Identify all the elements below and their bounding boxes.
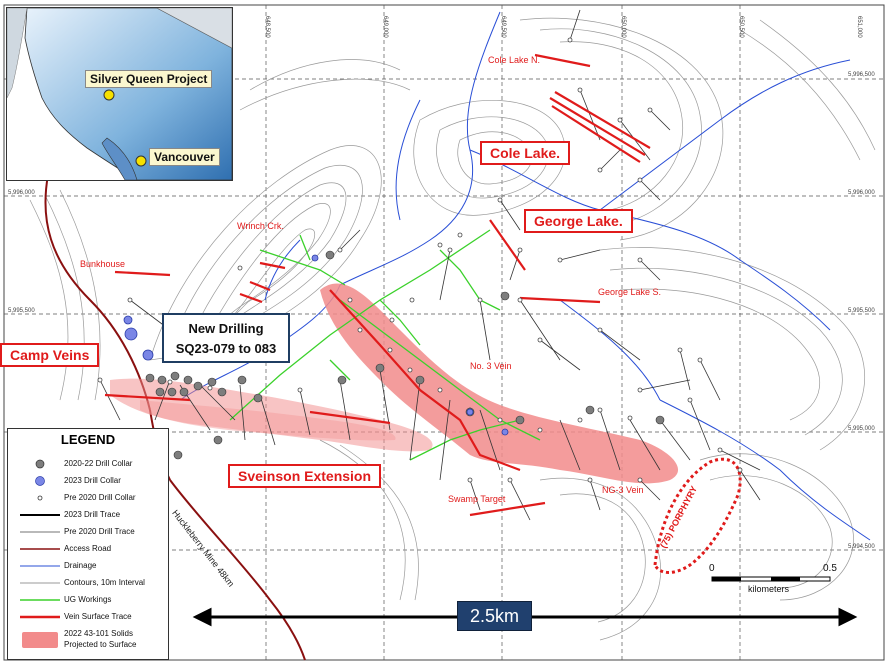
vancouver-label: Vancouver [149, 148, 220, 166]
grid-label-easting-2: 649,000 [382, 16, 388, 38]
grid-label-northing-r5: 5,994,500 [848, 544, 875, 550]
george-lake-s-label: George Lake S. [598, 287, 662, 297]
new-drilling-callout: New Drilling SQ23-079 to 083 [162, 313, 290, 363]
vein-traces [104, 53, 651, 517]
contours [29, 17, 876, 641]
gray-dot-icon [35, 459, 45, 469]
sveinson-extension-label: Sveinson Extension [228, 464, 382, 488]
2023-collars [123, 254, 509, 436]
drill-traces [99, 9, 761, 521]
pre-2020-collars [97, 37, 743, 483]
legend-row-2023-trace: 2023 Drill Trace [8, 508, 168, 522]
overall-scale-label: 2.5km [457, 601, 532, 631]
camp-veins-label: Camp Veins [0, 343, 100, 367]
grid-label-northing-l1: 5,996,000 [8, 190, 35, 196]
blue-dot-icon [35, 476, 45, 486]
grid-label-easting-4: 650,000 [620, 16, 626, 38]
drainage-line-icon [20, 565, 60, 567]
pink-block-icon [22, 632, 58, 648]
bunkhouse-label: Bunkhouse [80, 259, 126, 269]
wrinch-crk-label: Wrinch Crk. [237, 221, 284, 231]
grid-label-easting-3: 649,500 [500, 16, 506, 38]
porphyry-outline [653, 457, 742, 574]
cole-lake-label: Cole Lake. [480, 141, 571, 165]
legend-row-2020-22-collar: 2020-22 Drill Collar [8, 457, 168, 471]
location-inset-map: Silver Queen Project Vancouver [6, 7, 233, 181]
cole-lake-n-label: Cole Lake N. [488, 55, 541, 65]
silver-queen-project-label: Silver Queen Project [85, 70, 213, 88]
grid-label-northing-r1: 5,996,500 [848, 72, 875, 78]
grid-label-easting-6: 651,000 [856, 16, 862, 38]
thin-line-icon [20, 531, 60, 533]
no3-vein-label: No. 3 Vein [470, 361, 512, 371]
green-line-icon [20, 599, 60, 601]
inset-map-graphic [7, 8, 232, 180]
grid-label-northing-l2: 5,995,500 [8, 308, 35, 314]
ng3-vein-label: NG-3 Vein [602, 485, 644, 495]
legend-row-contours: Contours, 10m Interval [8, 576, 168, 590]
grid-label-northing-r4: 5,995,000 [848, 426, 875, 432]
george-lake-label: George Lake. [524, 209, 633, 233]
scale-unit-label: kilometers [748, 584, 790, 594]
new-drilling-title: New Drilling [188, 321, 264, 336]
legend-row-pre-2020-collar: Pre 2020 Drill Collar [8, 491, 168, 505]
legend-row-drainage: Drainage [8, 559, 168, 573]
legend-title: LEGEND [60, 432, 116, 447]
contour-line-icon [20, 582, 60, 584]
legend-row-ug-workings: UG Workings [8, 593, 168, 607]
scale-end-label: 0.5 [823, 563, 837, 574]
drainage [179, 11, 871, 541]
legend-row-vein-trace: Vein Surface Trace [8, 610, 168, 624]
swamp-target-label: Swamp Target [448, 494, 506, 504]
red-line-icon [20, 615, 60, 619]
road-line-icon [20, 548, 60, 550]
scale-bar [711, 576, 831, 582]
new-drilling-holes: SQ23-079 to 083 [175, 341, 277, 356]
grid-label-northing-r3: 5,995,500 [848, 308, 875, 314]
grid-label-northing-r2: 5,996,000 [848, 190, 875, 196]
legend-row-solids: 2022 43-101 Solids Projected to Surface [8, 627, 168, 653]
legend-row-2023-collar: 2023 Drill Collar [8, 474, 168, 488]
legend-row-access-road: Access Road [8, 542, 168, 556]
small-circle-icon [37, 495, 43, 501]
grid-label-easting-1: 648,500 [264, 16, 270, 38]
black-line-icon [20, 514, 60, 516]
grid-label-easting-5: 650,500 [738, 16, 744, 38]
map-legend: LEGEND 2020-22 Drill Collar 2023 Drill C… [7, 428, 169, 660]
scale-start-label: 0 [709, 563, 715, 574]
legend-row-pre-2020-trace: Pre 2020 Drill Trace [8, 525, 168, 539]
